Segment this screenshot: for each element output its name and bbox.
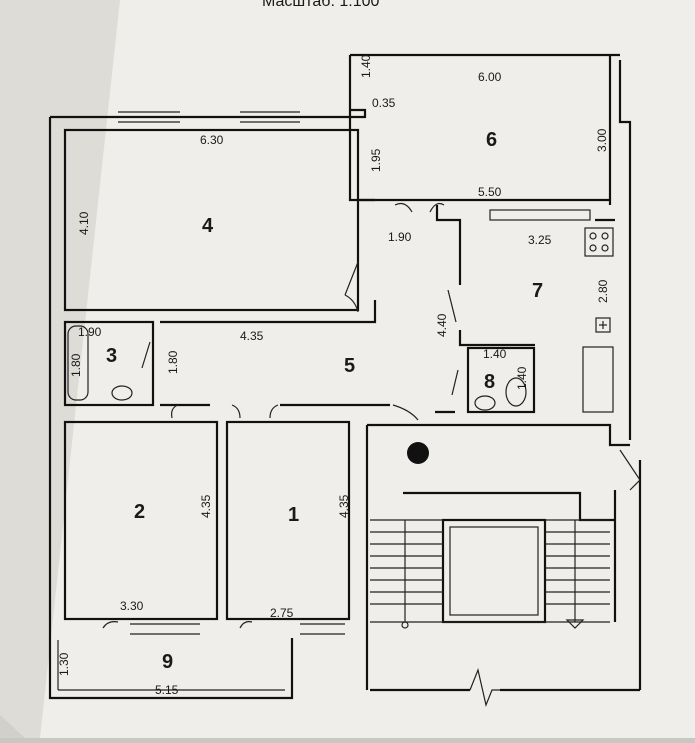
room-3: 1.90 1.80 3 <box>63 320 155 407</box>
washbasin-icon <box>474 395 496 411</box>
room-5-passage: 1.90 <box>388 230 412 244</box>
room-2-length: 4.35 <box>199 494 213 518</box>
room-6-side-a: 1.40 <box>359 54 373 78</box>
room-9-number: 9 <box>162 651 173 673</box>
room-6-inner-width: 5.50 <box>478 185 502 199</box>
stove-icon <box>584 227 614 257</box>
room-5-width: 4.35 <box>240 329 264 343</box>
room-6-side-b: 0.35 <box>372 96 396 110</box>
room-1-length: 4.35 <box>337 494 351 518</box>
room-9-width: 5.15 <box>155 683 179 697</box>
room-6-side-c: 1.95 <box>369 148 383 172</box>
bathroom-sink-icon <box>111 385 133 401</box>
room-1: 2.75 4.35 1 <box>225 420 351 635</box>
room-4-number: 4 <box>202 215 214 237</box>
paper-shadow <box>0 0 120 738</box>
room-7: 3.25 2.80 7 <box>435 205 615 413</box>
room-8-width: 1.40 <box>483 347 507 361</box>
toilet-icon <box>505 377 527 407</box>
riser-pipe-icon <box>407 442 429 464</box>
room-8-number: 8 <box>484 371 495 393</box>
room-2: 3.30 4.35 2 <box>63 420 219 635</box>
room-5-number: 5 <box>344 355 355 377</box>
room-1-width: 2.75 <box>270 606 294 620</box>
sink-icon <box>595 317 611 333</box>
room-4-width: 6.30 <box>200 133 224 147</box>
room-6: 6.00 1.40 0.35 1.95 3.00 5.50 6 <box>359 54 612 213</box>
room-9: 1.30 5.15 9 <box>48 638 294 700</box>
bathtub-length: 1.80 <box>69 353 83 377</box>
outer-walls <box>48 53 642 692</box>
room-2-number: 2 <box>134 501 145 523</box>
room-4-length: 4.10 <box>77 211 91 235</box>
room-5-side: 4.40 <box>435 313 449 337</box>
room-5: 4.35 1.80 1.90 4.40 5 <box>160 230 457 421</box>
room-6-width: 6.00 <box>478 70 502 84</box>
room-6-number: 6 <box>486 129 497 151</box>
room-8: 1.40 1.40 8 <box>451 346 536 414</box>
stairwell <box>370 449 641 708</box>
room-3-width: 1.90 <box>78 325 102 339</box>
room-5-length: 1.80 <box>166 350 180 374</box>
room-1-number: 1 <box>288 504 299 526</box>
room-6-length: 3.00 <box>595 128 609 152</box>
room-7-length: 2.80 <box>596 279 610 303</box>
bathtub-icon <box>67 325 89 401</box>
room-9-length: 1.30 <box>57 652 71 676</box>
room-3-number: 3 <box>106 345 117 367</box>
room-4: 6.30 4.10 4 <box>63 111 360 313</box>
room-2-width: 3.30 <box>120 599 144 613</box>
room-8-length: 1.40 <box>515 366 529 390</box>
room-7-number: 7 <box>532 280 543 302</box>
room-7-width: 3.25 <box>528 233 552 247</box>
scale-label: Масштаб: 1:100 <box>262 0 379 10</box>
